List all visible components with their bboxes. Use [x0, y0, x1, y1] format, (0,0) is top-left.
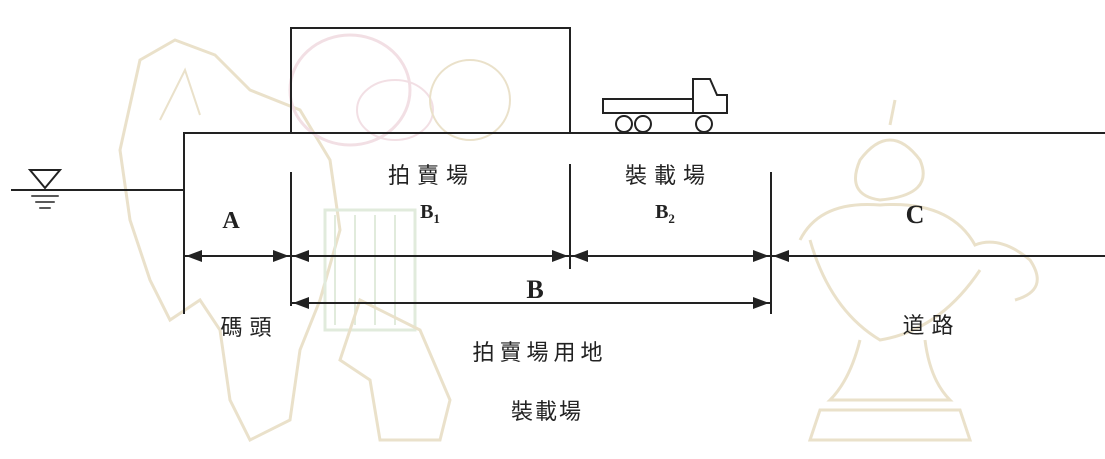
quay-wall: [183, 132, 1105, 314]
water-level-icon: [27, 169, 63, 209]
dimension-b2: [571, 250, 770, 262]
dimension-label-b: B: [526, 275, 543, 304]
label-auction-land: 拍賣場用地: [472, 341, 607, 366]
dimension-label-b2-subscript: 2: [668, 211, 675, 226]
dimension-a: [185, 250, 290, 262]
auction-building-outline: [290, 27, 571, 134]
dimension-label-b1-letter: B: [420, 201, 433, 223]
dimension-b1: [292, 250, 569, 262]
background-watermark: [118, 33, 1039, 443]
dimension-label-c: C: [906, 200, 925, 229]
dimension-b: [292, 297, 770, 309]
label-auction-area: 拍 賣 場: [388, 164, 468, 189]
dimension-label-b2-letter: B: [655, 201, 668, 223]
figure-caption: 裝載場: [511, 400, 583, 425]
label-wharf: 碼 頭: [221, 316, 272, 341]
label-road: 道 路: [903, 314, 954, 339]
label-loading-area: 裝 載 場: [625, 164, 705, 189]
dimension-label-b1-subscript: 1: [433, 211, 440, 226]
dimension-c: [772, 250, 1105, 262]
dimension-ticks: [290, 164, 772, 314]
dimension-label-a: A: [222, 208, 240, 234]
dimension-label-b1: B1: [420, 201, 440, 226]
dimension-label-b2: B2: [655, 201, 675, 226]
truck-icon: [602, 78, 728, 133]
